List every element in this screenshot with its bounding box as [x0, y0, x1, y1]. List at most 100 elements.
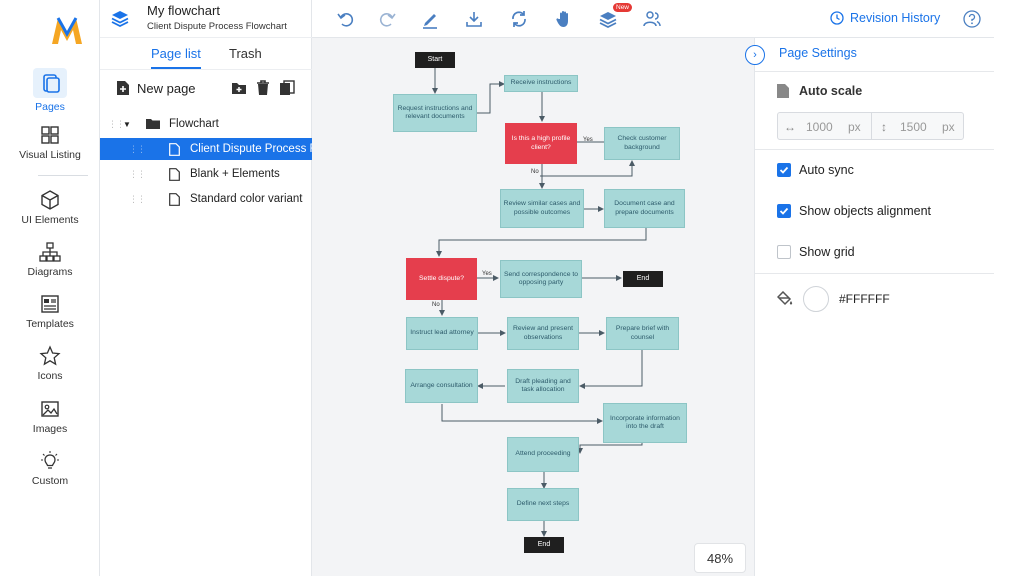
cube-icon — [41, 190, 59, 210]
download-icon[interactable] — [464, 9, 484, 29]
drag-handle[interactable]: ⋮⋮ — [129, 143, 146, 154]
zoom-level[interactable]: 48% — [694, 543, 746, 573]
left-rail: Pages Visual Listing UI Elements Diagram… — [0, 0, 100, 576]
flow-node-review-cases[interactable]: Review similar cases and possible outcom… — [500, 189, 584, 228]
flow-node-draft[interactable]: Draft pleading and task allocation — [507, 369, 579, 403]
tab-trash[interactable]: Trash — [229, 46, 262, 61]
new-badge: New — [613, 3, 633, 12]
auto-scale-toggle[interactable]: Auto scale — [777, 84, 862, 98]
layers-stack-icon[interactable] — [598, 9, 618, 29]
flow-node-start[interactable]: Start — [415, 52, 455, 68]
tree-page-client-dispute[interactable]: ⋮⋮ Client Dispute Process Flowchart — [100, 138, 312, 160]
diagram-icon — [39, 242, 61, 262]
flow-node-request[interactable]: Request instructions and relevant docume… — [393, 94, 477, 132]
flow-node-high-profile[interactable]: Is this a high profile client? — [505, 123, 577, 164]
document-subtitle: Client Dispute Process Flowchart — [147, 21, 287, 32]
rail-label: Visual Listing — [19, 149, 81, 161]
bulb-icon — [41, 451, 59, 469]
collapse-panel-button[interactable]: › — [745, 45, 765, 65]
flow-node-consult[interactable]: Arrange consultation — [405, 369, 478, 403]
tree-page-blank-elements[interactable]: ⋮⋮ Blank + Elements — [100, 163, 312, 185]
rail-item-custom[interactable]: Custom — [0, 450, 100, 487]
rail-label: UI Elements — [21, 214, 79, 226]
flow-node-define[interactable]: Define next steps — [507, 488, 579, 521]
checkbox-unchecked-icon[interactable] — [777, 245, 791, 259]
tree-label: Standard color variant — [190, 193, 303, 205]
rail-label: Pages — [35, 101, 65, 113]
rail-item-images[interactable]: Images — [0, 398, 100, 435]
flow-node-receive[interactable]: Receive instructions — [504, 75, 578, 92]
flow-node-document[interactable]: Document case and prepare documents — [604, 189, 685, 228]
diagram-canvas[interactable]: Start Receive instructions Request instr… — [312, 38, 754, 576]
drag-handle[interactable]: ⋮⋮ — [108, 118, 125, 129]
redo-icon[interactable] — [377, 9, 397, 29]
hand-icon[interactable] — [554, 9, 574, 29]
flow-node-check[interactable]: Check customer background — [604, 127, 680, 160]
rail-label: Diagrams — [27, 266, 73, 278]
rail-item-pages[interactable]: Pages — [0, 68, 100, 113]
flow-node-attend[interactable]: Attend proceeding — [507, 437, 579, 472]
auto-scale-label: Auto scale — [799, 84, 863, 98]
tab-page-list[interactable]: Page list — [151, 46, 201, 61]
document-title[interactable]: My flowchart — [147, 3, 220, 18]
rail-label: Icons — [37, 370, 63, 382]
background-color-value[interactable]: #FFFFFF — [839, 292, 890, 306]
height-arrows-icon: ↕ — [881, 120, 887, 134]
clock-icon — [830, 11, 844, 25]
active-tab-indicator — [151, 67, 201, 69]
grid-icon — [41, 126, 59, 144]
flowchart-connectors — [432, 68, 647, 537]
users-icon[interactable] — [642, 9, 662, 29]
rail-item-templates[interactable]: Templates — [0, 293, 100, 330]
show-alignment-label: Show objects alignment — [799, 204, 932, 218]
flow-node-end[interactable]: End — [623, 271, 663, 287]
window-edge — [994, 0, 1024, 576]
rail-item-visual-listing[interactable]: Visual Listing — [0, 124, 100, 161]
new-page-button[interactable]: New page — [116, 80, 196, 96]
rail-item-diagrams[interactable]: Diagrams — [0, 241, 100, 278]
duplicate-icon[interactable] — [279, 80, 295, 96]
image-icon — [41, 401, 59, 417]
rail-item-icons[interactable]: Icons — [0, 345, 100, 382]
width-input[interactable]: 1000 — [806, 120, 833, 134]
caret-down-icon[interactable]: ▼ — [123, 119, 131, 129]
tree-page-standard-color[interactable]: ⋮⋮ Standard color variant — [100, 188, 312, 210]
trash-icon[interactable] — [256, 80, 270, 96]
chevron-right-icon: › — [753, 49, 757, 61]
checkbox-checked-icon[interactable] — [777, 163, 791, 177]
show-grid-checkbox[interactable]: Show grid — [777, 245, 855, 259]
drag-handle[interactable]: ⋮⋮ — [129, 168, 146, 179]
flow-node-incorporate[interactable]: Incorporate information into the draft — [603, 403, 687, 443]
add-page-icon — [117, 81, 129, 95]
height-unit: px — [942, 120, 955, 134]
pen-icon[interactable] — [420, 9, 440, 29]
rail-label: Images — [32, 423, 68, 435]
layers-icon[interactable] — [110, 9, 130, 29]
page-icon — [169, 192, 180, 206]
flow-node-review-obs[interactable]: Review and present observations — [507, 317, 579, 350]
show-alignment-checkbox[interactable]: Show objects alignment — [777, 204, 931, 218]
add-folder-icon[interactable] — [231, 80, 247, 96]
panel-header: My flowchart Client Dispute Process Flow… — [100, 0, 312, 38]
flow-node-end[interactable]: End — [524, 537, 564, 553]
flow-node-instruct[interactable]: Instruct lead attorney — [406, 317, 478, 350]
app-logo — [52, 17, 82, 44]
auto-sync-checkbox[interactable]: Auto sync — [777, 163, 854, 177]
height-input[interactable]: 1500 — [900, 120, 927, 134]
undo-icon[interactable] — [336, 9, 356, 29]
flow-node-correspondence[interactable]: Send correspondence to opposing party — [500, 260, 582, 298]
color-swatch[interactable] — [803, 286, 829, 312]
sync-icon[interactable] — [509, 9, 529, 29]
yes-label: Yes — [583, 137, 593, 143]
help-icon[interactable] — [963, 10, 981, 28]
revision-history-button[interactable]: Revision History — [830, 11, 940, 25]
rail-item-ui-elements[interactable]: UI Elements — [0, 189, 100, 226]
tree-folder-flowchart[interactable]: ⋮⋮ ▼ Flowchart — [100, 113, 312, 135]
new-page-label: New page — [137, 80, 196, 96]
width-arrows-icon: ↔ — [784, 120, 796, 134]
checkbox-checked-icon[interactable] — [777, 204, 791, 218]
divider — [755, 149, 995, 150]
drag-handle[interactable]: ⋮⋮ — [129, 193, 146, 204]
flow-node-settle[interactable]: Settle dispute? — [406, 258, 477, 300]
flow-node-brief[interactable]: Prepare brief with counsel — [606, 317, 679, 350]
